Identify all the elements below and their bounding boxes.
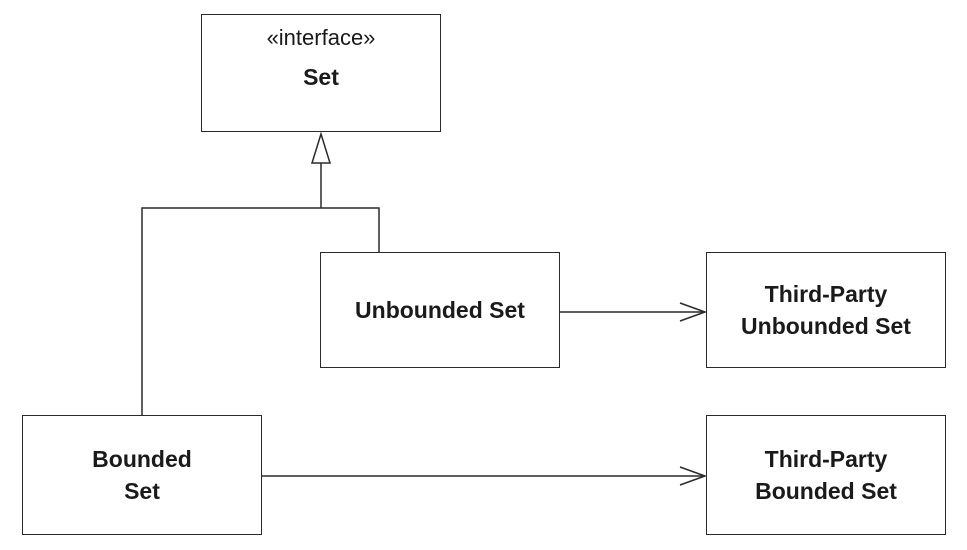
class-box-third-party-unbounded-set[interactable]: Third-Party Unbounded Set [706,252,946,368]
class-name-label-line-1: Third-Party [764,446,888,472]
association-arrowhead-unbounded-icon [679,302,708,322]
generalization-line-unbounded [321,207,380,252]
association-arrowhead-bounded-icon [679,466,708,486]
generalization-triangle-icon [310,131,332,164]
class-name-label: Set [303,64,339,90]
class-name-label: Unbounded Set [355,297,525,323]
class-box-bounded-set[interactable]: Bounded Set [22,415,262,535]
class-box-unbounded-set[interactable]: Unbounded Set [320,252,560,368]
class-name-label-line-1: Bounded [92,446,192,472]
class-name-label-line-2: Bounded Set [755,478,897,504]
stereotype-label: «interface» [266,25,376,50]
generalization-line-bounded [141,207,321,415]
class-name-label-line-1: Third-Party [764,281,888,307]
class-name-label-line-2: Unbounded Set [741,313,911,339]
class-name-label-line-2: Set [124,478,160,504]
class-box-set[interactable]: «interface» Set [201,14,441,132]
class-box-third-party-bounded-set[interactable]: Third-Party Bounded Set [706,415,946,535]
